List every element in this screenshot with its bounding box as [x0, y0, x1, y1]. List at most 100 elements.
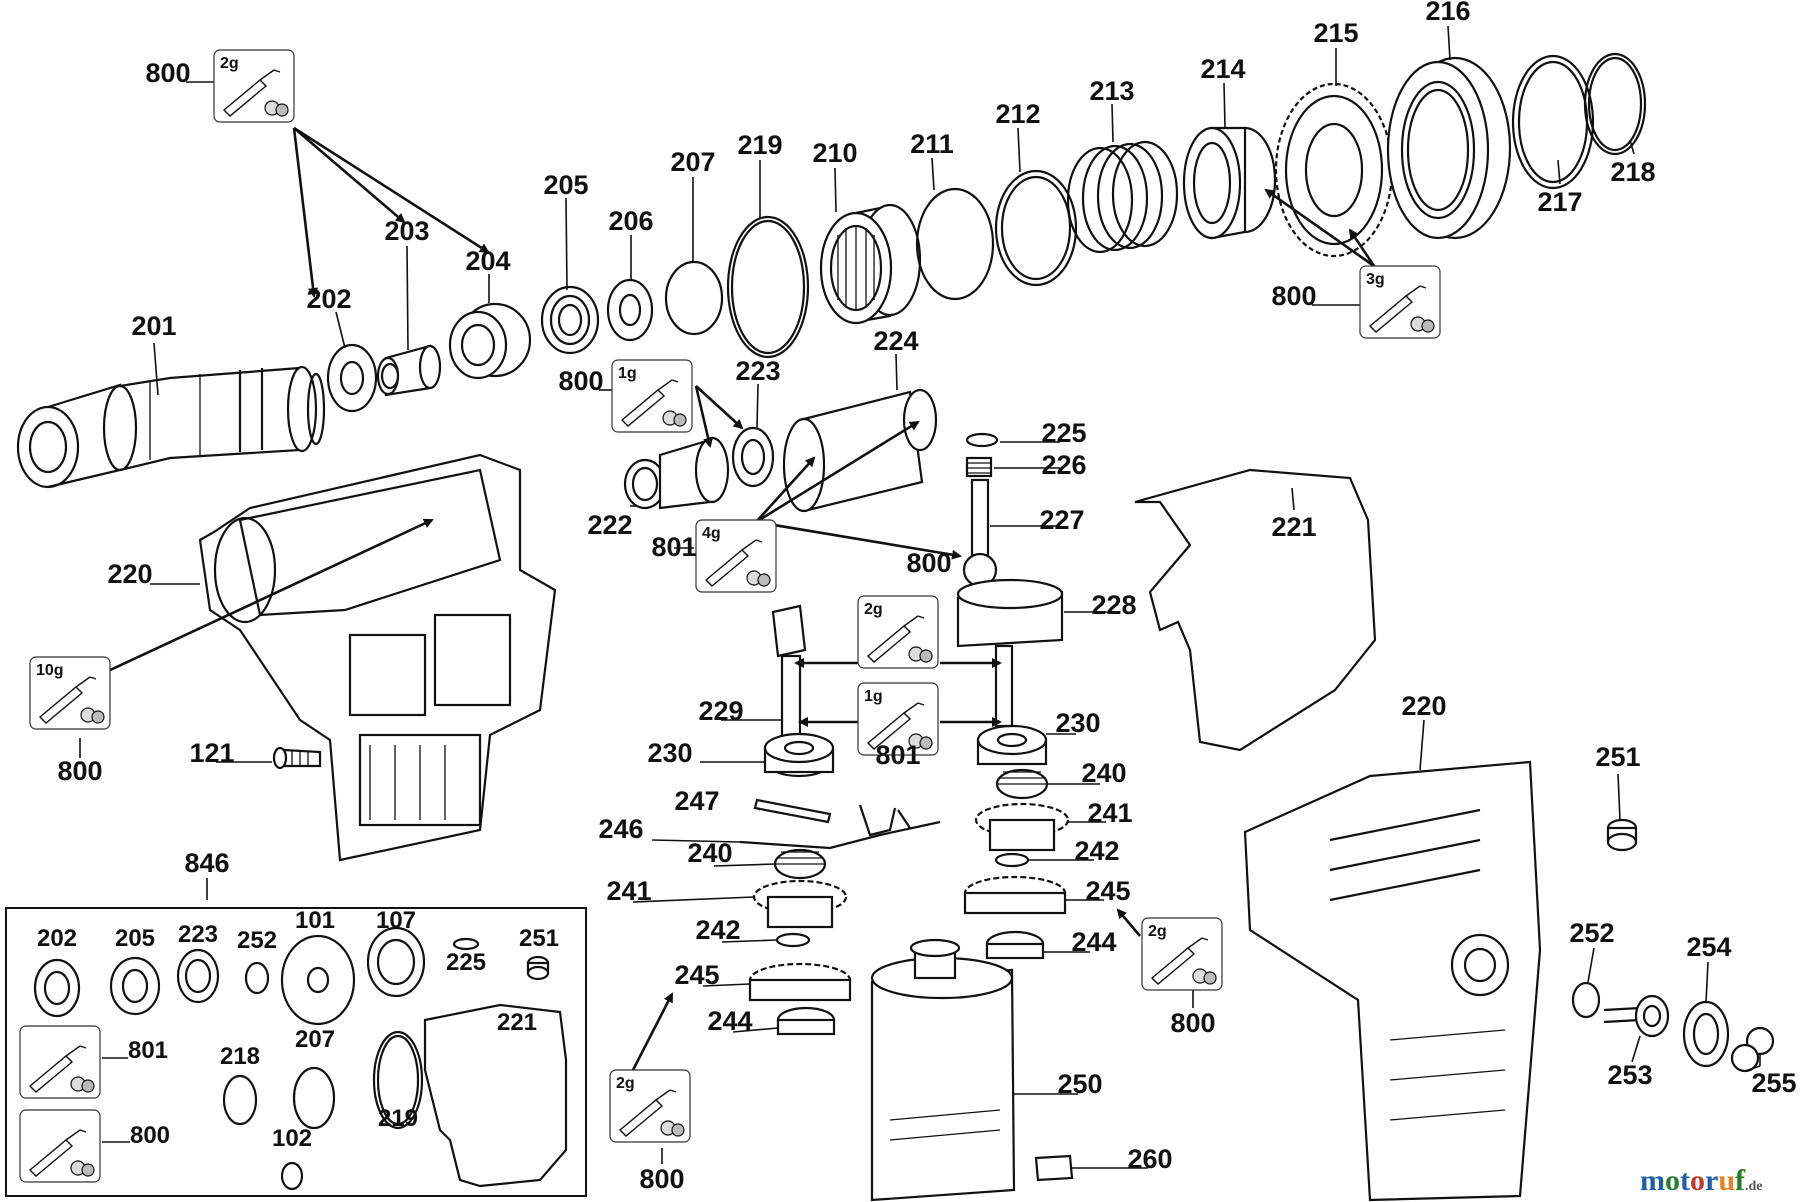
inset-label-i800: 800: [130, 1122, 170, 1149]
part-215-gear-shape: [1274, 82, 1394, 258]
part-label-l225: 225: [1041, 418, 1086, 448]
grease-tube-icon: [28, 1129, 95, 1177]
part-218-ring-shape: [1583, 52, 1647, 156]
part-247-pin-shape: [753, 798, 832, 824]
inset-205-shape: [109, 956, 161, 1016]
inset-202-shape: [33, 958, 81, 1018]
part-label-l204: 204: [465, 246, 510, 276]
part-label-l241b: 241: [606, 876, 651, 906]
part-label-l230b: 230: [647, 738, 692, 768]
part-label-l241a: 241: [1087, 798, 1132, 828]
grease-tube-icon: [704, 539, 771, 587]
part-220-left-housing-shape: [198, 453, 557, 862]
part-label-l800g: 800: [639, 1164, 684, 1194]
part-225-shape: [965, 432, 999, 448]
arrows: [105, 126, 1376, 1073]
grease-box-g7: 10g: [29, 656, 111, 730]
part-label-l219: 219: [737, 130, 782, 160]
part-201-spindle-shape: [16, 365, 326, 489]
part-label-l223: 223: [735, 356, 780, 386]
part-253-shape: [1603, 994, 1670, 1038]
part-label-l846: 846: [184, 848, 229, 878]
part-229-shaft-shape: [771, 604, 807, 746]
grease-tube-icon: [866, 702, 933, 750]
part-label-l220a: 220: [107, 559, 152, 589]
part-label-l240a: 240: [1081, 758, 1126, 788]
part-250-motor-shape: [870, 938, 1016, 1202]
part-224-cylinder-shape: [782, 388, 938, 513]
part-label-l211: 211: [910, 129, 954, 159]
part-label-l229: 229: [698, 696, 743, 726]
part-217-ring-shape: [1511, 54, 1595, 190]
part-label-l202: 202: [306, 284, 351, 314]
grease-tube-icon: [866, 615, 933, 663]
part-label-l251a: 251: [1595, 742, 1640, 772]
right-gear-stack-shape: [963, 768, 1070, 960]
part-label-l247: 247: [674, 786, 719, 816]
part-228-shape: [956, 578, 1064, 728]
part-label-l800a: 800: [145, 58, 190, 88]
inset-label-i102: 102: [272, 1125, 312, 1152]
part-label-l218: 218: [1610, 157, 1655, 187]
part-204-shape: [448, 302, 532, 380]
part-label-l205: 205: [543, 170, 588, 200]
part-label-l252a: 252: [1569, 918, 1614, 948]
inset-221-shape: [423, 1003, 568, 1188]
part-205-seal-shape: [540, 285, 600, 355]
inset-252-shape: [244, 961, 270, 995]
inset-label-i205: 205: [115, 925, 155, 952]
part-label-l210: 210: [812, 138, 857, 168]
grease-amount-label: 2g: [220, 55, 239, 72]
grease-box-g4: 4g: [695, 519, 777, 593]
grease-tube-icon: [28, 1045, 95, 1093]
part-226-spring-shape: [965, 456, 993, 478]
grease-tube-icon: [620, 379, 687, 427]
part-label-l245b: 245: [674, 960, 719, 990]
part-label-l217: 217: [1537, 187, 1582, 217]
part-216-bearing-shape: [1386, 56, 1512, 240]
part-label-l215: 215: [1313, 18, 1358, 48]
inset-label-i101: 101: [295, 907, 335, 934]
part-label-l245a: 245: [1085, 876, 1130, 906]
part-251-shape: [1606, 818, 1638, 852]
grease-tube-icon: [222, 69, 289, 117]
part-label-l244b: 244: [707, 1006, 752, 1036]
grease-amount-label: 2g: [864, 601, 883, 618]
left-gear-stack-shape: [748, 848, 852, 1036]
part-260-shape: [1034, 1154, 1074, 1182]
grease-box-g3: 1g: [611, 359, 693, 433]
part-label-l226: 226: [1041, 450, 1086, 480]
inset-label-i252: 252: [237, 927, 277, 954]
inset-102-shape: [280, 1161, 304, 1191]
grease-amount-label: 10g: [36, 662, 64, 679]
grease-box-g1: 2g: [213, 49, 295, 123]
grease-box-g5: 2g: [857, 595, 939, 669]
part-label-l242a: 242: [1074, 836, 1119, 866]
part-207-ring-shape: [664, 260, 724, 336]
inset-107-shape: [366, 926, 426, 998]
part-label-l213: 213: [1089, 76, 1134, 106]
part-label-l203: 203: [384, 216, 429, 246]
part-label-l222: 222: [587, 510, 632, 540]
inset-101-shape: [280, 934, 356, 1026]
part-label-l121: 121: [189, 738, 234, 768]
inset-label-i207: 207: [295, 1026, 335, 1053]
part-222-piston-shape: [623, 436, 730, 510]
part-213-spring-shape: [1066, 140, 1179, 254]
inset-218-shape: [222, 1074, 258, 1126]
grease-box-g6: 1g: [857, 682, 939, 756]
part-label-l227: 227: [1039, 505, 1084, 535]
parts-drawing: [16, 52, 1775, 1202]
grease-box-g10: [19, 1025, 101, 1099]
inset-label-i218: 218: [220, 1043, 260, 1070]
part-label-l212: 212: [995, 99, 1040, 129]
part-255-screws-shape: [1730, 1026, 1775, 1073]
inset-219-shape: [372, 1030, 424, 1130]
part-211-ring-shape: [915, 187, 995, 301]
part-label-l207: 207: [670, 147, 715, 177]
leader-lines: [79, 25, 1761, 1169]
grease-amount-label: 1g: [864, 688, 883, 705]
grease-box-g8: 2g: [1141, 917, 1223, 991]
grease-tube-icon: [1368, 285, 1435, 333]
